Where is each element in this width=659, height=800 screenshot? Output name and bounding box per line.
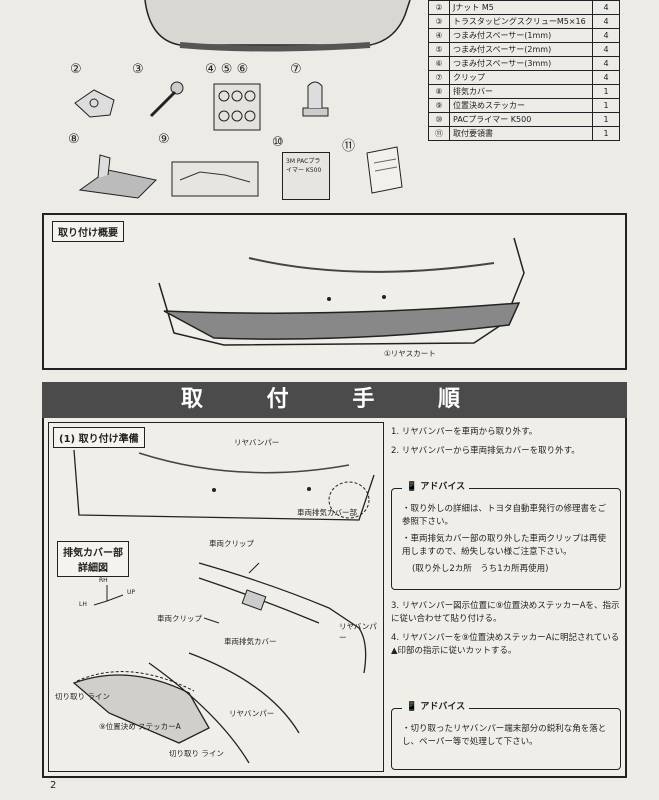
rear-skirt-image bbox=[144, 0, 411, 52]
parts-cell-name: トラスタッピングスクリューM5×16 bbox=[449, 14, 593, 29]
parts-cell-name: つまみ付スペーサー(1mm) bbox=[449, 28, 593, 43]
parts-cell-no: ④ bbox=[428, 28, 450, 43]
parts-cell-name: クリップ bbox=[449, 70, 593, 85]
vehicle-exhaust-cover-label: 車両排気カバー bbox=[224, 637, 277, 646]
parts-cell-qty: 4 bbox=[592, 14, 620, 29]
advice-1-item-3: (取り外し2カ所 うち1カ所再使用) bbox=[412, 564, 549, 574]
prep-label: (1) 取り付け準備 bbox=[53, 427, 145, 448]
parts-cell-name: つまみ付スペーサー(2mm) bbox=[449, 42, 593, 57]
parts-cell-qty: 4 bbox=[592, 56, 620, 71]
advice-box-2: 📱 アドバイス ・切り取ったリヤバンパー端末部分の鋭利な角を落とし、ペーパー等で… bbox=[391, 701, 621, 770]
advice-head-2: 📱 アドバイス bbox=[402, 701, 470, 714]
part-number-2: ② bbox=[70, 62, 82, 77]
parts-cell-no: ⑦ bbox=[428, 70, 450, 85]
spacer-set-icon bbox=[213, 83, 261, 131]
sticker-label: ⑨位置決め ステッカーA bbox=[99, 722, 181, 731]
parts-cell-no: ⑧ bbox=[428, 84, 450, 99]
primer-package: 3M PACプライマー K500 bbox=[282, 152, 330, 200]
parts-cell-no: ⑩ bbox=[428, 112, 450, 127]
advice-2-item-1: ・切り取ったリヤバンパー端末部分の鋭利な角を落とし、ペーパー等で処理して下さい。 bbox=[402, 724, 607, 747]
screw-icon bbox=[149, 81, 184, 118]
parts-cell-name: Jナット M5 bbox=[449, 0, 593, 15]
parts-cell-no: ③ bbox=[428, 14, 450, 29]
rear-bumper-label: リヤバンパー bbox=[234, 438, 280, 447]
parts-cell-qty: 4 bbox=[592, 28, 620, 43]
advice-icon: 📱 bbox=[406, 702, 418, 712]
parts-cell-qty: 1 bbox=[592, 84, 620, 99]
advice-1-item-1: ・取り外しの詳細は、トヨタ自動車発行の修理書をご参照下さい。 bbox=[402, 504, 607, 527]
part-number-8: ⑧ bbox=[68, 132, 80, 147]
axis-rh: RH bbox=[99, 577, 108, 584]
prep-car-diagram bbox=[73, 449, 375, 521]
parts-cell-no: ⑪ bbox=[428, 126, 450, 141]
overview-section: 取り付け概要 ①リヤスカート bbox=[42, 213, 627, 370]
parts-cell-name: 取付要領書 bbox=[449, 126, 593, 141]
part-number-7: ⑦ bbox=[290, 62, 302, 77]
parts-cell-no: ② bbox=[428, 0, 450, 15]
advice-1-item-2: ・車両排気カバー部の取り外した車両クリップは再使用しますので、紛失しない様ご注意… bbox=[402, 534, 607, 557]
j-nut-icon bbox=[74, 89, 115, 118]
axis-lh: LH bbox=[79, 601, 87, 608]
exhaust-cover-label: 車両排気カバー部 bbox=[297, 508, 357, 517]
advice-head-1: 📱 アドバイス bbox=[402, 481, 470, 494]
part-number-10: ⑩ bbox=[272, 135, 284, 150]
parts-cell-name: 排気カバー bbox=[449, 84, 593, 99]
procedure-title: 取 付 手 順 bbox=[42, 382, 627, 418]
parts-cell-no: ⑨ bbox=[428, 98, 450, 113]
step-1: 1. リヤバンパーを車両から取り外す。 bbox=[391, 427, 538, 437]
axis-indicator bbox=[93, 585, 124, 606]
parts-cell-name: PACプライマー K500 bbox=[449, 112, 593, 127]
prep-subsection: (1) 取り付け準備 リヤバンパー 車両排気カバー部 排気カバー部 詳細図 RH… bbox=[48, 422, 384, 772]
overview-car-diagram bbox=[158, 237, 525, 346]
detail-diagram bbox=[72, 562, 367, 764]
parts-cell-name: つまみ付スペーサー(3mm) bbox=[449, 56, 593, 71]
advice-icon: 📱 bbox=[406, 482, 418, 492]
overview-callout: ①リヤスカート bbox=[384, 349, 436, 358]
parts-cell-qty: 1 bbox=[592, 98, 620, 113]
steps-text-2: 3. リヤバンパー図示位置に⑨位置決めステッカーAを、指示に従い合わせて貼り付け… bbox=[391, 600, 621, 664]
parts-cell-name: 位置決めステッカー bbox=[449, 98, 593, 113]
part-number-9: ⑨ bbox=[158, 132, 170, 147]
vehicle-clip-label-1: 車両クリップ bbox=[209, 539, 254, 548]
step-4: 4. リヤバンパーを⑨位置決めステッカーAに明記されている▲印部の指示に従いカッ… bbox=[391, 633, 620, 656]
sticker-sheet-icon bbox=[171, 161, 259, 197]
vehicle-clip-label-2: 車両クリップ bbox=[157, 614, 202, 623]
part-number-11: ⑪ bbox=[342, 139, 356, 154]
steps-text: 1. リヤバンパーを車両から取り外す。 2. リヤバンパーから車両排気カバーを取… bbox=[391, 426, 621, 464]
parts-cell-qty: 1 bbox=[592, 112, 620, 127]
page-number: 2 bbox=[50, 780, 57, 791]
part-number-3: ③ bbox=[132, 62, 144, 77]
parts-cell-qty: 4 bbox=[592, 70, 620, 85]
exhaust-cover-icon bbox=[78, 154, 158, 199]
manual-icon bbox=[366, 146, 403, 194]
step-2: 2. リヤバンパーから車両排気カバーを取り外す。 bbox=[391, 446, 580, 456]
clip-icon bbox=[302, 81, 329, 117]
parts-cell-qty: 1 bbox=[592, 126, 620, 141]
advice-box-1: 📱 アドバイス ・取り外しの詳細は、トヨタ自動車発行の修理書をご参照下さい。 ・… bbox=[391, 481, 621, 590]
rear-bumper-label-3: リヤバンパー bbox=[229, 709, 275, 718]
parts-cell-no: ⑤ bbox=[428, 42, 450, 57]
parts-cell-no: ⑥ bbox=[428, 56, 450, 71]
parts-cell-qty: 4 bbox=[592, 42, 620, 57]
cut-line-label-2: 切り取り ライン bbox=[169, 749, 224, 758]
detail-label: 排気カバー部 詳細図 bbox=[57, 541, 129, 577]
axis-up: UP bbox=[127, 589, 136, 596]
step-3: 3. リヤバンパー図示位置に⑨位置決めステッカーAを、指示に従い合わせて貼り付け… bbox=[391, 601, 620, 624]
cut-line-label-1: 切り取り ライン bbox=[55, 692, 110, 701]
part-number-4-6: ④ ⑤ ⑥ bbox=[205, 62, 249, 77]
parts-cell-qty: 4 bbox=[592, 0, 620, 15]
overview-label: 取り付け概要 bbox=[52, 221, 124, 242]
